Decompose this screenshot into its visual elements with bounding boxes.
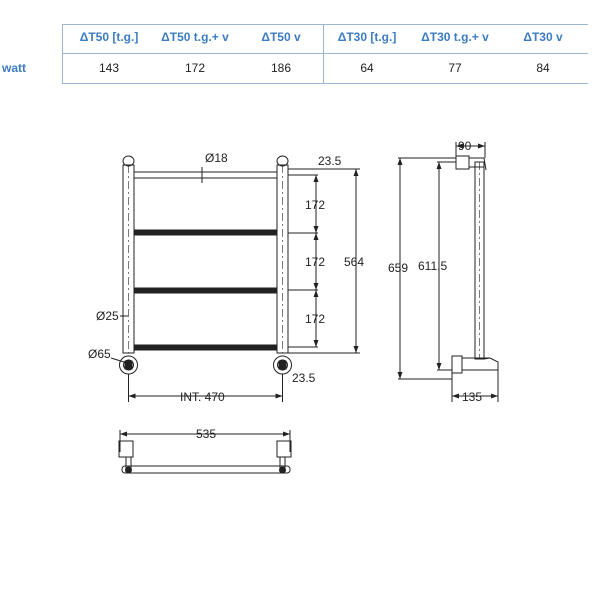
table-bottom-rule [62, 83, 588, 84]
dimension-arrowheads [120, 143, 498, 437]
dim-tube-diameter: Ø18 [205, 151, 228, 165]
dim-interaxis: INT. 470 [180, 390, 225, 404]
rail-3 [133, 287, 278, 294]
dim-total-height: 659 [388, 261, 408, 275]
heat-output-table: ΔT50 [t.g.] ΔT50 t.g.+ v ΔT50 v ΔT30 [t.… [0, 24, 588, 84]
right-cap [276, 155, 289, 167]
top-rail [133, 171, 278, 179]
table-left-rule [62, 24, 63, 84]
dim-bottom-depth: 135 [462, 390, 482, 404]
table-row-label: watt [2, 61, 26, 75]
table-cell: 186 [270, 61, 292, 75]
left-cap [122, 155, 135, 167]
table-cell: 84 [536, 61, 550, 75]
dim-upright-diameter: Ø25 [96, 309, 119, 323]
rail-4 [133, 344, 278, 351]
bottom-bracket [451, 355, 463, 374]
dim-rail-spacing: 172 [305, 198, 325, 212]
front-view [110, 155, 360, 402]
table-cell: 172 [184, 61, 206, 75]
dim-inner-height: 611.5 [418, 259, 447, 273]
table-header: ΔT30 [t.g.] [337, 30, 397, 44]
table-mid-rule [62, 53, 588, 54]
top-view [118, 430, 292, 474]
dim-flange-diameter: Ø65 [88, 347, 111, 361]
table-cell: 143 [98, 61, 120, 75]
dim-height: 564 [344, 255, 364, 269]
dim-rail-spacing: 172 [305, 255, 325, 269]
top-view-rail [121, 465, 291, 474]
dim-width: 535 [196, 427, 216, 441]
table-header: ΔT50 v [261, 30, 301, 44]
top-bracket [455, 155, 470, 170]
table-cell: 77 [448, 61, 462, 75]
left-wall-bracket [118, 440, 134, 458]
dim-rail-spacing: 172 [305, 312, 325, 326]
table-header: ΔT50 [t.g.] [79, 30, 139, 44]
rail-2 [133, 229, 278, 236]
table-cell: 64 [360, 61, 374, 75]
dim-bottom-offset: 23.5 [292, 371, 316, 385]
table-header: ΔT30 t.g.+ v [421, 30, 489, 44]
table-group-divider [323, 24, 324, 84]
table-header: ΔT30 v [523, 30, 563, 44]
side-view [398, 142, 499, 402]
right-wall-bracket [276, 440, 292, 458]
table-top-rule [62, 24, 588, 25]
dim-top-depth: 90 [458, 139, 472, 153]
dim-top-offset: 23.5 [318, 154, 342, 168]
table-header: ΔT50 t.g.+ v [161, 30, 229, 44]
